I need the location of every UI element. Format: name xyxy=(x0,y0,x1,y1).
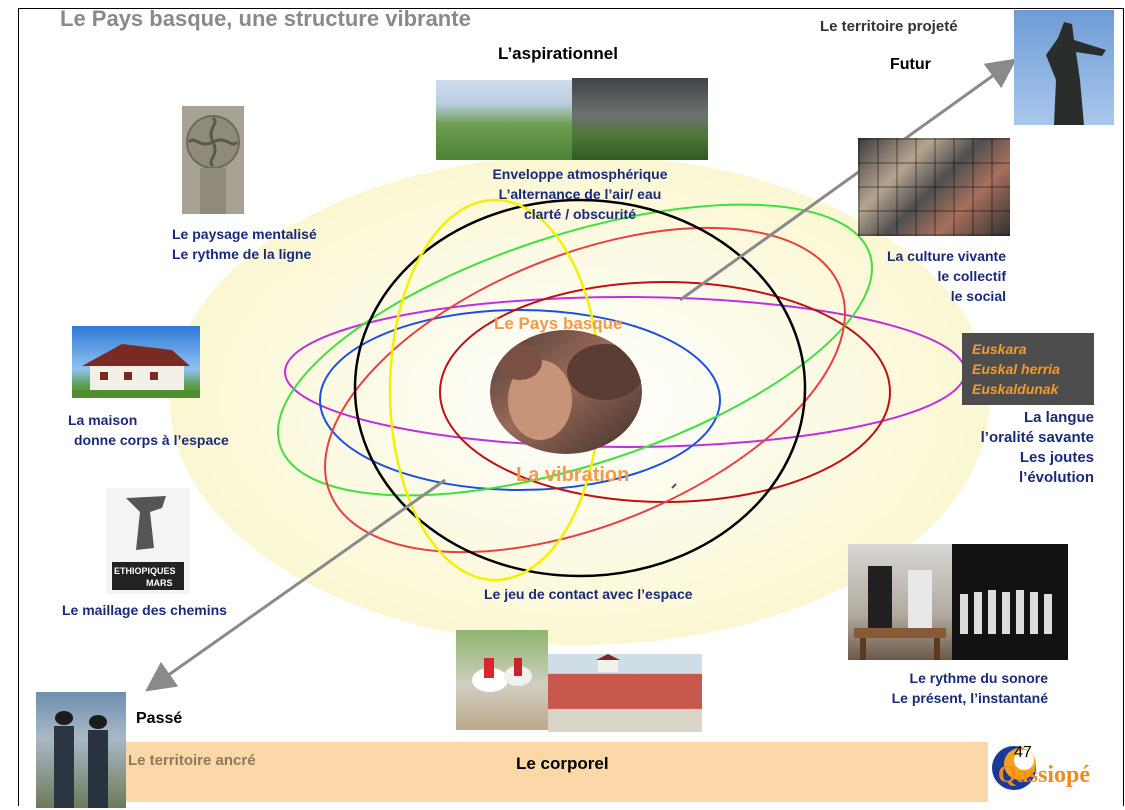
paysage-line-2: Le rythme de la ligne xyxy=(172,246,312,262)
corporel-label: Le corporel xyxy=(516,754,609,773)
langue-text: La langue l’oralité savante Les joutes l… xyxy=(900,408,1094,488)
poster-photo: ETHIOPIQUES MARS xyxy=(106,488,190,594)
poster-line-2: MARS xyxy=(146,578,173,588)
atmosphere-line-3: clarté / obscurité xyxy=(523,206,637,222)
aspirationnel-label: L’aspirationnel xyxy=(498,44,618,63)
euskara-line-1: Euskara xyxy=(972,341,1027,357)
paysage-text: Le paysage mentalisé Le rythme de la lig… xyxy=(172,224,317,264)
landscape-photo-green xyxy=(436,80,572,160)
culture-text: La culture vivante le collectif le socia… xyxy=(820,246,1006,306)
orbit-red xyxy=(324,226,846,554)
vibration-label: La vibration xyxy=(516,464,630,486)
sonore-line-1: Le rythme du sonore xyxy=(909,670,1048,686)
time-arrow-upper xyxy=(679,58,1017,302)
orbit-black xyxy=(353,198,807,578)
maison-line-1: La maison xyxy=(68,412,138,428)
futur-label: Futur xyxy=(890,56,931,73)
atmosphere-text: Enveloppe atmosphérique L’alternance de … xyxy=(440,164,720,224)
txalaparta-photo xyxy=(848,544,952,660)
euskara-box: Euskara Euskal herria Euskaldunak xyxy=(962,333,1094,405)
page-number: 47 xyxy=(1014,744,1032,761)
langue-line-4: l’évolution xyxy=(1019,469,1094,486)
house-photo xyxy=(72,326,200,398)
dancers-photo xyxy=(456,630,548,730)
jeu-contact-text: Le jeu de contact avec l’espace xyxy=(484,586,693,602)
territoire-projete-label: Le territoire projeté xyxy=(820,18,958,35)
maison-line-2: donne corps à l’espace xyxy=(74,432,229,448)
orbit-green xyxy=(277,203,873,497)
culture-line-1: La culture vivante xyxy=(886,248,1006,264)
paysage-line-1: Le paysage mentalisé xyxy=(172,226,317,242)
culture-line-3: le social xyxy=(950,288,1006,304)
corporel-band xyxy=(120,742,988,802)
poster-line-1: ETHIOPIQUES xyxy=(114,566,176,576)
choir-photo xyxy=(952,544,1068,660)
euskara-line-3: Euskaldunak xyxy=(972,381,1059,397)
landscape-photo-dark xyxy=(572,78,708,160)
passe-label: Passé xyxy=(136,710,183,727)
stele-photo xyxy=(182,106,244,214)
qassiope-logo: 47 Qassiopé xyxy=(990,740,1100,806)
portrait-mosaic xyxy=(858,138,1010,236)
euskara-line-2: Euskal herria xyxy=(972,361,1060,377)
atmosphere-line-1: Enveloppe atmosphérique xyxy=(492,166,668,182)
culture-line-2: le collectif xyxy=(937,268,1006,284)
langue-line-3: Les joutes xyxy=(1019,449,1094,466)
atmosphere-line-2: L’alternance de l’air/ eau xyxy=(498,186,662,202)
territoire-ancre-label: Le territoire ancré xyxy=(128,752,256,769)
men-photo xyxy=(36,692,126,808)
langue-line-2: l’oralité savante xyxy=(980,429,1094,446)
maillage-text: Le maillage des chemins xyxy=(62,602,227,618)
statue-photo xyxy=(1014,10,1114,125)
sonore-text: Le rythme du sonore Le présent, l’instan… xyxy=(830,668,1048,708)
center-title: Le Pays basque xyxy=(494,314,623,333)
logo-wordmark: Qassiopé xyxy=(998,762,1091,788)
sonore-line-2: Le présent, l’instantané xyxy=(891,690,1048,706)
langue-line-1: La langue xyxy=(1023,409,1094,426)
orbit-blue xyxy=(319,309,721,491)
center-photo xyxy=(490,330,642,454)
time-arrow xyxy=(145,478,446,692)
maison-text: La maison donne corps à l’espace xyxy=(68,410,229,450)
fronton-photo xyxy=(548,654,702,732)
page-title: Le Pays basque, une structure vibrante xyxy=(60,6,471,31)
